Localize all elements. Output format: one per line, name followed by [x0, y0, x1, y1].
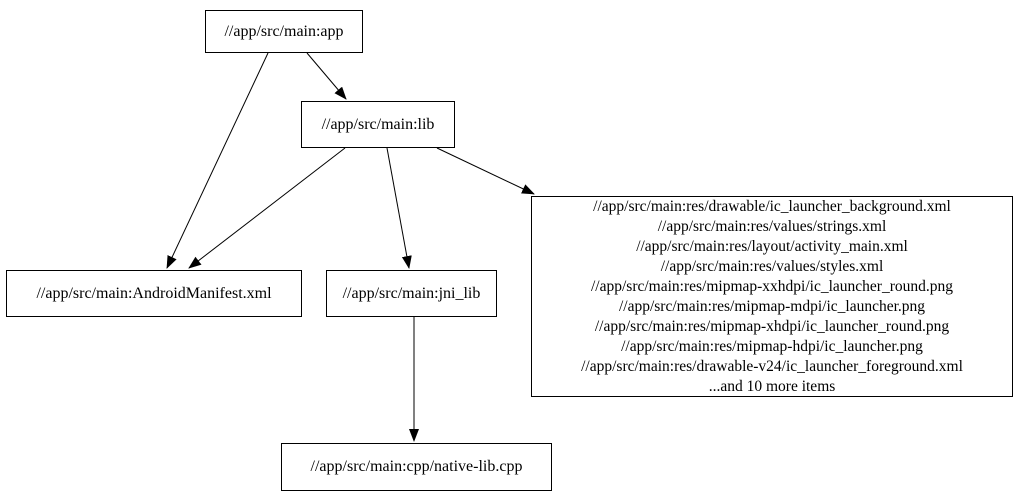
edge-app-to-lib [306, 52, 347, 100]
res-file-line: //app/src/main:res/mipmap-mdpi/ic_launch… [618, 297, 926, 315]
res-file-line: //app/src/main:res/drawable-v24/ic_launc… [581, 357, 963, 375]
graph-node-app: //app/src/main:app [205, 10, 363, 53]
res-file-line: //app/src/main:res/layout/activity_main.… [636, 237, 908, 255]
graph-node-jni-lib-label: //app/src/main:jni_lib [342, 284, 481, 302]
graph-node-jni-lib: //app/src/main:jni_lib [326, 270, 497, 317]
res-file-line: //app/src/main:res/values/strings.xml [657, 217, 887, 235]
res-file-line: //app/src/main:res/drawable/ic_launcher_… [593, 197, 951, 215]
graph-node-android-manifest-label: //app/src/main:AndroidManifest.xml [36, 284, 272, 302]
graph-node-android-manifest: //app/src/main:AndroidManifest.xml [6, 270, 302, 317]
graph-node-res-files: //app/src/main:res/drawable/ic_launcher_… [531, 196, 1013, 397]
res-file-line: //app/src/main:res/values/styles.xml [660, 257, 884, 275]
edge-lib-to-manifest [188, 147, 346, 269]
res-file-line: //app/src/main:res/mipmap-xhdpi/ic_launc… [594, 317, 950, 335]
graph-node-native-lib-cpp-label: //app/src/main:cpp/native-lib.cpp [310, 458, 523, 475]
edge-lib-to-jni-lib [386, 147, 412, 269]
res-file-line: //app/src/main:res/mipmap-hdpi/ic_launch… [621, 337, 923, 355]
graph-node-native-lib-cpp: //app/src/main:cpp/native-lib.cpp [281, 443, 552, 491]
graph-node-app-label: //app/src/main:app [224, 22, 344, 40]
graph-node-lib: //app/src/main:lib [301, 101, 455, 148]
edge-lib-to-res-files [436, 147, 535, 195]
graph-node-lib-label: //app/src/main:lib [321, 115, 435, 133]
res-file-more-items: ...and 10 more items [708, 377, 836, 395]
res-file-line: //app/src/main:res/mipmap-xxhdpi/ic_laun… [590, 277, 953, 295]
edge-app-to-manifest [166, 52, 269, 269]
